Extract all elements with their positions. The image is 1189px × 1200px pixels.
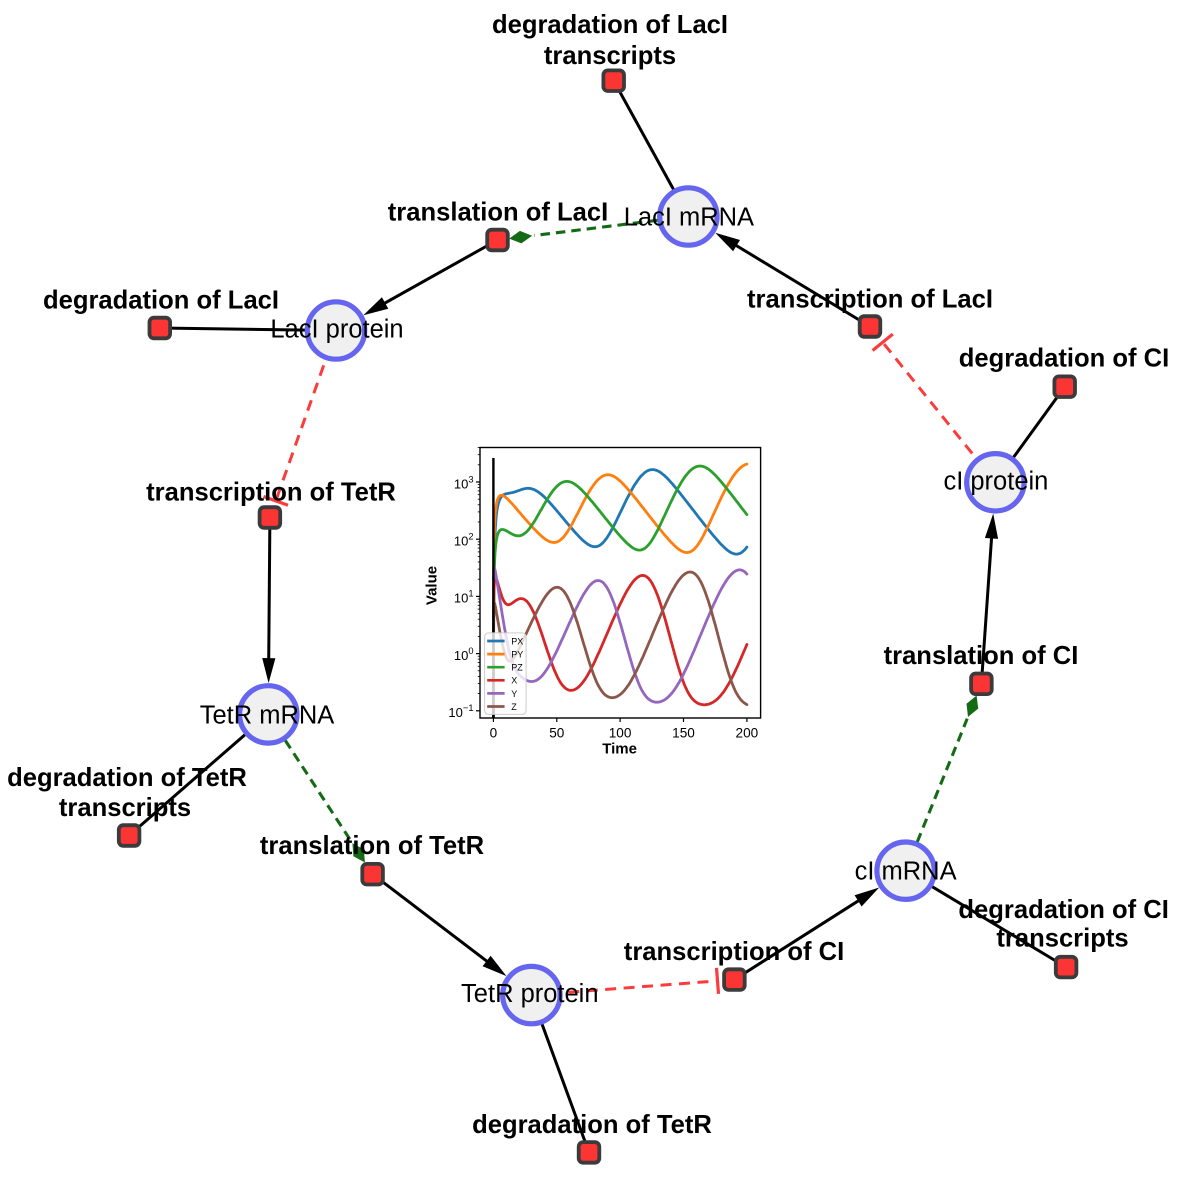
svg-text:102: 102 xyxy=(454,532,474,549)
svg-text:degradation of CI: degradation of CI xyxy=(958,896,1168,924)
svg-text:Time: Time xyxy=(602,741,637,758)
svg-text:transcripts: transcripts xyxy=(59,794,191,822)
svg-text:PZ: PZ xyxy=(511,663,523,673)
svg-text:TetR mRNA: TetR mRNA xyxy=(200,701,335,729)
svg-text:10−1: 10−1 xyxy=(448,703,473,720)
svg-text:Z: Z xyxy=(511,702,517,712)
svg-text:degradation of LacI: degradation of LacI xyxy=(492,11,728,39)
svg-text:100: 100 xyxy=(609,725,632,740)
svg-text:translation of CI: translation of CI xyxy=(884,642,1079,670)
svg-text:cI mRNA: cI mRNA xyxy=(855,858,957,886)
svg-text:LacI mRNA: LacI mRNA xyxy=(624,203,754,231)
svg-text:Y: Y xyxy=(511,689,517,699)
svg-text:transcription of TetR: transcription of TetR xyxy=(146,478,396,506)
svg-text:X: X xyxy=(511,676,517,686)
svg-text:200: 200 xyxy=(736,725,759,740)
svg-text:degradation of CI: degradation of CI xyxy=(959,345,1169,373)
svg-text:0: 0 xyxy=(490,725,498,740)
svg-text:translation of TetR: translation of TetR xyxy=(260,832,484,860)
svg-text:Value: Value xyxy=(424,566,441,605)
svg-text:transcription of CI: transcription of CI xyxy=(624,938,844,966)
svg-text:50: 50 xyxy=(549,725,565,740)
svg-text:PY: PY xyxy=(511,650,523,660)
svg-text:degradation of TetR: degradation of TetR xyxy=(7,764,247,792)
svg-text:150: 150 xyxy=(672,725,695,740)
svg-text:degradation of LacI: degradation of LacI xyxy=(43,287,279,315)
svg-text:103: 103 xyxy=(454,474,474,491)
svg-text:cI protein: cI protein xyxy=(943,467,1048,495)
svg-text:101: 101 xyxy=(454,589,474,606)
svg-text:LacI protein: LacI protein xyxy=(270,316,403,344)
svg-text:translation of LacI: translation of LacI xyxy=(388,199,608,227)
svg-text:transcription of LacI: transcription of LacI xyxy=(747,286,993,314)
svg-text:degradation of TetR: degradation of TetR xyxy=(472,1111,712,1139)
svg-text:transcripts: transcripts xyxy=(996,924,1128,952)
svg-text:transcripts: transcripts xyxy=(544,42,676,70)
svg-text:TetR protein: TetR protein xyxy=(461,980,599,1008)
svg-text:PX: PX xyxy=(511,636,523,646)
svg-text:100: 100 xyxy=(454,646,474,663)
